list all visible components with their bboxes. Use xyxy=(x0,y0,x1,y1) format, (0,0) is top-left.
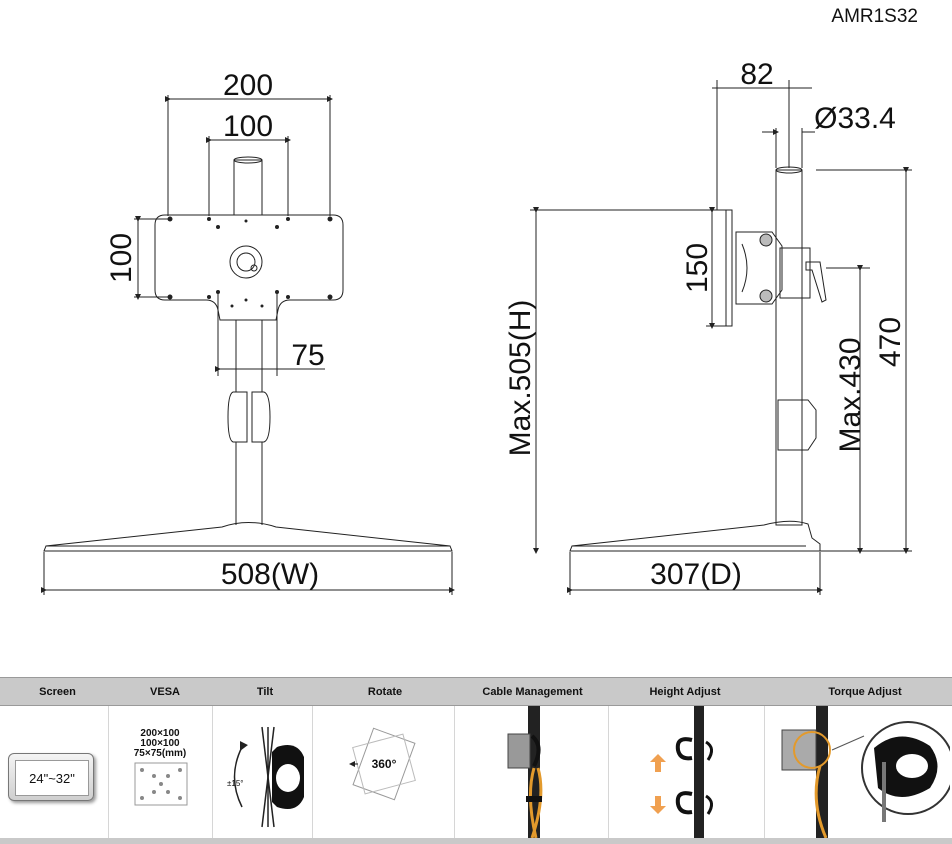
plate-hub xyxy=(229,245,263,279)
header-vesa: VESA xyxy=(150,685,180,698)
height-adjust-icon xyxy=(650,706,713,838)
cell-tilt: ±15° xyxy=(212,706,313,838)
dim-82: 82 xyxy=(740,58,773,91)
rotate-angle-label: 360° xyxy=(372,757,397,771)
dim-75: 75 xyxy=(291,339,324,372)
features-header: Screen VESA Tilt Rotate Cable Management… xyxy=(0,677,952,706)
header-cable-management: Cable Management xyxy=(482,685,583,698)
dim-pole-diameter: Ø33.4 xyxy=(814,102,896,135)
vesa-size-3: 75×75(mm) xyxy=(133,748,187,759)
header-rotate: Rotate xyxy=(367,685,403,698)
dim-max-430: Max.430 xyxy=(834,337,867,452)
side-plate xyxy=(725,209,733,327)
bottom-bar xyxy=(0,838,952,844)
screen-size-label: 24"~32" xyxy=(15,760,89,796)
cell-screen: 24"~32" xyxy=(0,706,109,838)
up-arrow-icon xyxy=(650,754,666,772)
rotate-icon: 360° xyxy=(349,727,416,801)
dim-100-vertical: 100 xyxy=(105,233,138,283)
vesa-size-1: 200×100 xyxy=(140,728,180,739)
dim-max-505: Max.505(H) xyxy=(504,300,537,457)
side-clamp xyxy=(777,399,817,451)
dim-100-horizontal: 100 xyxy=(223,110,273,143)
cell-vesa: 200×100 100×100 75×75(mm) xyxy=(108,706,213,838)
header-height-adjust: Height Adjust xyxy=(649,685,721,698)
vesa-plate xyxy=(154,214,344,321)
front-base xyxy=(43,522,453,552)
dim-200: 200 xyxy=(223,69,273,102)
technical-drawing: 200 100 100 75 508(W) 82 Ø33.4 150 Max.5… xyxy=(41,58,912,595)
cell-rotate: 360° xyxy=(312,706,455,838)
tilt-bracket xyxy=(735,231,783,305)
header-tilt: Tilt xyxy=(256,685,274,698)
knob xyxy=(805,261,827,303)
front-clamp-right xyxy=(251,391,271,443)
side-view xyxy=(530,80,912,595)
down-arrow-icon xyxy=(650,796,666,814)
cable-management-icon xyxy=(507,706,543,838)
cell-cable-management xyxy=(454,706,609,838)
torque-adjust-icon xyxy=(781,706,950,838)
side-pole xyxy=(775,169,803,526)
cell-torque-adjust xyxy=(764,706,952,838)
front-clamp-left xyxy=(227,391,248,443)
cell-height-adjust xyxy=(608,706,765,838)
vesa-size-2: 100×100 xyxy=(140,738,180,749)
dim-150: 150 xyxy=(681,243,714,293)
tilt-angle-label: ±15° xyxy=(227,779,244,788)
front-view xyxy=(41,95,455,595)
front-pole-top xyxy=(233,159,263,216)
header-screen: Screen xyxy=(39,685,76,698)
model-number: AMR1S32 xyxy=(831,6,918,27)
tilt-icon: ±15° xyxy=(227,726,304,828)
dim-307d: 307(D) xyxy=(650,558,742,591)
dim-508w: 508(W) xyxy=(221,558,319,591)
header-torque-adjust: Torque Adjust xyxy=(828,685,902,698)
side-base xyxy=(569,520,821,552)
dim-470: 470 xyxy=(874,317,907,367)
screen-icon: 24"~32" xyxy=(8,753,94,801)
vesa-pattern-icon xyxy=(134,762,188,806)
features-strip: Screen VESA Tilt Rotate Cable Management… xyxy=(0,677,952,844)
